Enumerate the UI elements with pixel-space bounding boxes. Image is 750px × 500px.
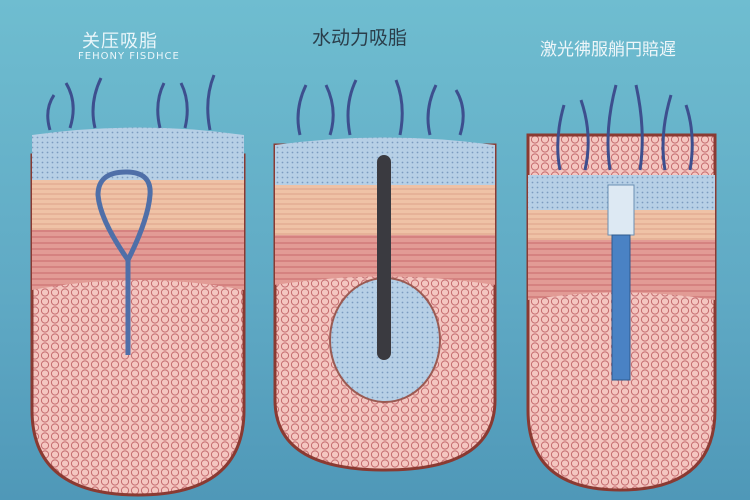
panel-3-tissue (526, 84, 717, 492)
hair-icon (46, 74, 216, 131)
water-jet-cannula-icon (377, 155, 391, 360)
hair-icon (296, 79, 465, 136)
panel-2-tissue (273, 79, 497, 472)
panel-3-title: 激光彿服艄円賠遅 (540, 40, 676, 60)
panel-1-tissue (30, 74, 246, 497)
laser-fiber-icon (611, 234, 631, 381)
panel-1-subtitle: FEHONY FISDHCE (78, 51, 180, 62)
hair-icon (556, 84, 694, 171)
cannula-loop-icon (95, 169, 153, 355)
laser-fiber-head-icon (607, 184, 635, 236)
panel-1-title: 关压吸脂 (82, 31, 158, 52)
panel-2-title: 水动力吸脂 (312, 27, 408, 49)
